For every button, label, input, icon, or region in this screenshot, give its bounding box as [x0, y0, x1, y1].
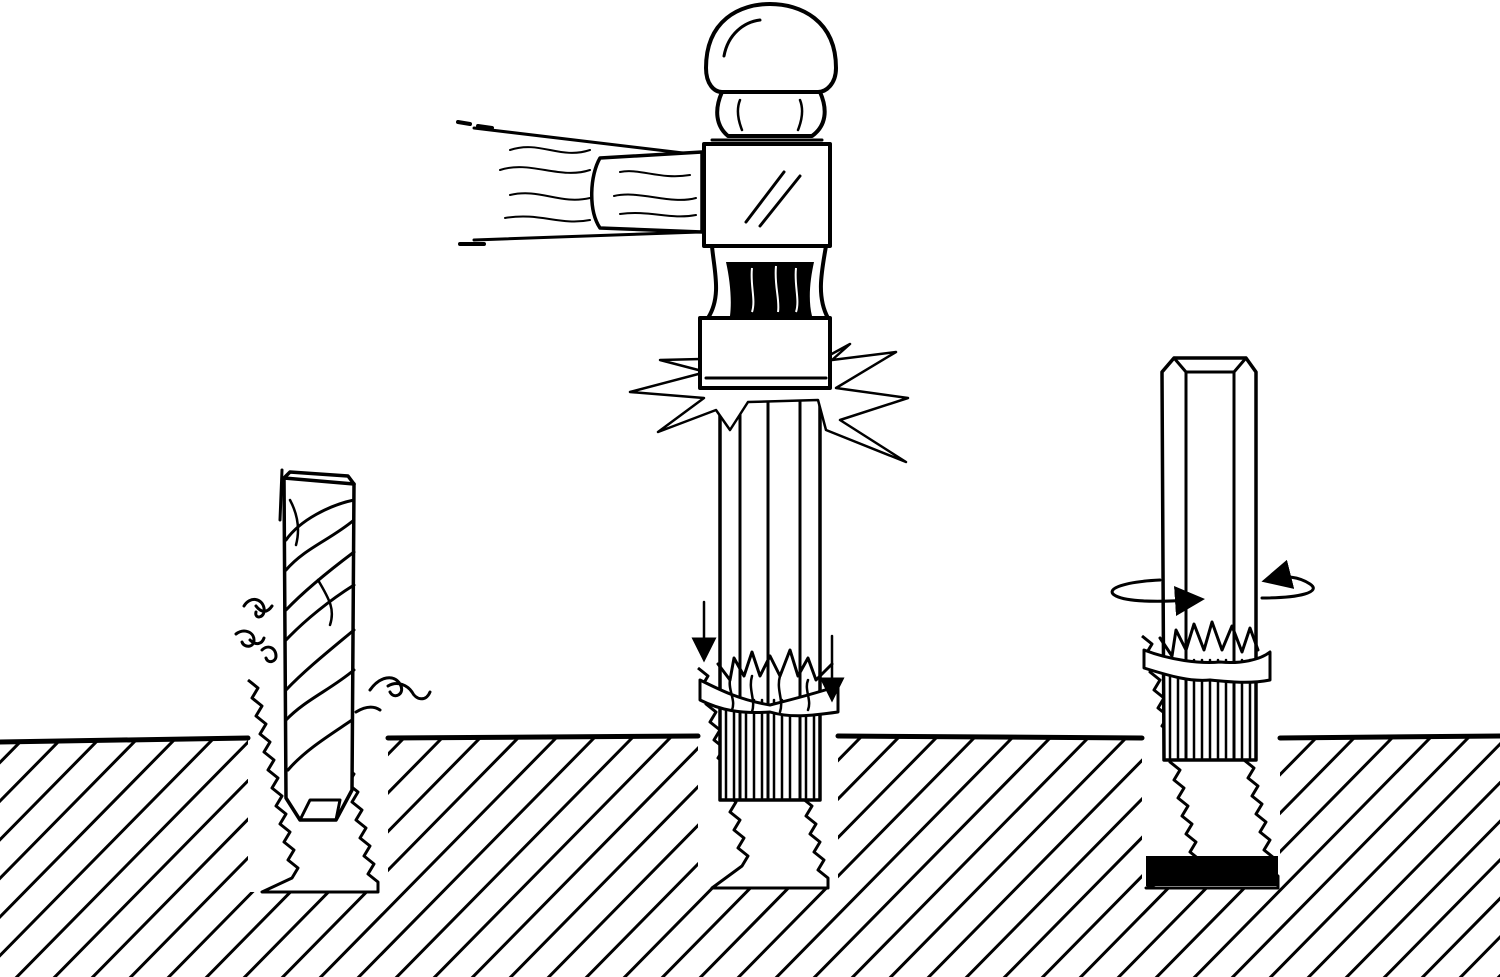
hatch-line: [0, 736, 180, 977]
hatch-line: [306, 736, 560, 977]
step-2-hammer: [456, 2, 910, 890]
extractor-turn-icon: [1142, 356, 1272, 762]
rotation-arrows-icon: [1110, 559, 1315, 616]
metal-chips: [234, 598, 432, 714]
hatch-line: [0, 736, 66, 977]
hatch-line: [1180, 736, 1434, 977]
hatch-line: [1294, 736, 1500, 977]
hatch-line: [458, 736, 712, 977]
hatch-line: [1446, 736, 1500, 977]
hatch-line: [382, 736, 636, 977]
drill-bit-icon: [278, 468, 356, 822]
hatch-line: [724, 736, 978, 977]
hatch-line: [0, 736, 104, 977]
hatch-line: [1332, 736, 1500, 977]
hatch-line: [876, 736, 1130, 977]
extractor-bit: [698, 393, 840, 802]
broken-bolt: [1146, 856, 1278, 886]
hatch-line: [838, 736, 1092, 977]
hatch-line: [344, 736, 598, 977]
hammer-icon: [456, 2, 838, 390]
hatch-line: [762, 736, 1016, 977]
hatch-line: [1370, 736, 1500, 977]
hatch-line: [420, 736, 674, 977]
hatch-line: [2, 736, 256, 977]
hatch-line: [914, 736, 1168, 977]
hatch-line: [0, 736, 218, 977]
step-1-drill: [234, 468, 432, 894]
hatch-line: [1408, 736, 1500, 977]
hatch-line: [1218, 736, 1472, 977]
hatch-line: [0, 736, 142, 977]
hatch-line: [800, 736, 1054, 977]
hatch-line: [1256, 736, 1500, 977]
step-3-turn: [1110, 356, 1315, 890]
hatch-line: [268, 736, 522, 977]
